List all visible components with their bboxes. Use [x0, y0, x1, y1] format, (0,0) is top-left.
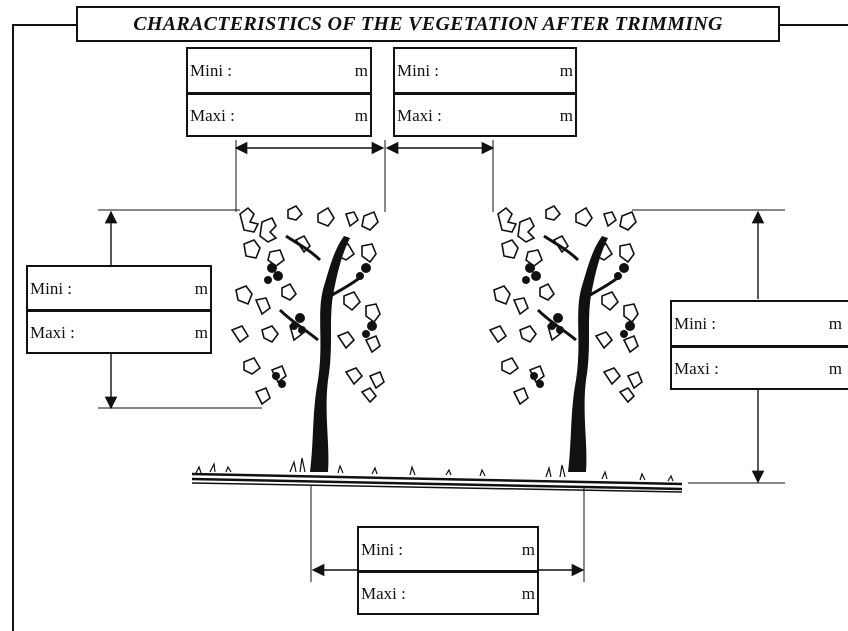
- mini-label: Mini :: [397, 61, 440, 80]
- unit-label: m: [521, 584, 535, 603]
- mini-label: Mini :: [361, 539, 404, 559]
- measure-box-row-spacing: Mini : m Maxi : m: [357, 526, 539, 615]
- unit-label: m: [828, 359, 842, 378]
- mini-label: Mini :: [674, 314, 717, 333]
- measure-box-left-canopy-width: Mini : m Maxi : m: [186, 47, 372, 137]
- maxi-row: Maxi : m: [28, 312, 210, 354]
- diagram-title: CHARACTERISTICS OF THE VEGETATION AFTER …: [133, 12, 723, 35]
- mini-label: Mini :: [30, 278, 73, 298]
- title-box: CHARACTERISTICS OF THE VEGETATION AFTER …: [76, 6, 780, 42]
- maxi-row: Maxi : m: [395, 95, 575, 137]
- maxi-row: Maxi : m: [188, 95, 370, 137]
- unit-label: m: [828, 314, 842, 333]
- unit-label: m: [354, 106, 368, 125]
- mini-row: Mini : m: [395, 49, 575, 93]
- mini-row: Mini : m: [28, 267, 210, 310]
- maxi-row: Maxi : m: [359, 573, 537, 615]
- mini-label: Mini :: [190, 61, 233, 80]
- guide-lines: [98, 140, 785, 582]
- divider: [28, 309, 210, 312]
- maxi-label: Maxi :: [397, 106, 442, 125]
- mini-row: Mini : m: [188, 49, 370, 93]
- divider: [672, 345, 848, 348]
- maxi-label: Maxi :: [674, 359, 719, 378]
- unit-label: m: [559, 106, 573, 125]
- maxi-label: Maxi :: [190, 106, 235, 125]
- mini-row: Mini : m: [359, 528, 537, 571]
- vine-plant-illustration: [230, 204, 385, 472]
- divider: [395, 92, 575, 95]
- maxi-label: Maxi :: [361, 584, 406, 603]
- unit-label: m: [194, 323, 208, 342]
- divider: [359, 570, 537, 573]
- vine-plant-illustration: [488, 204, 643, 472]
- measure-box-total-height: Mini : m Maxi : m: [670, 300, 848, 390]
- mini-row: Mini : m: [672, 302, 848, 346]
- measure-box-canopy-height: Mini : m Maxi : m: [26, 265, 212, 354]
- unit-label: m: [559, 61, 573, 80]
- divider: [188, 92, 370, 95]
- dimension-arrows: [104, 141, 765, 577]
- maxi-row: Maxi : m: [672, 348, 848, 390]
- maxi-label: Maxi :: [30, 323, 75, 342]
- unit-label: m: [354, 61, 368, 80]
- ground-line: [191, 457, 683, 493]
- unit-label: m: [521, 539, 535, 559]
- unit-label: m: [194, 278, 208, 298]
- measure-box-gap-between-rows: Mini : m Maxi : m: [393, 47, 577, 137]
